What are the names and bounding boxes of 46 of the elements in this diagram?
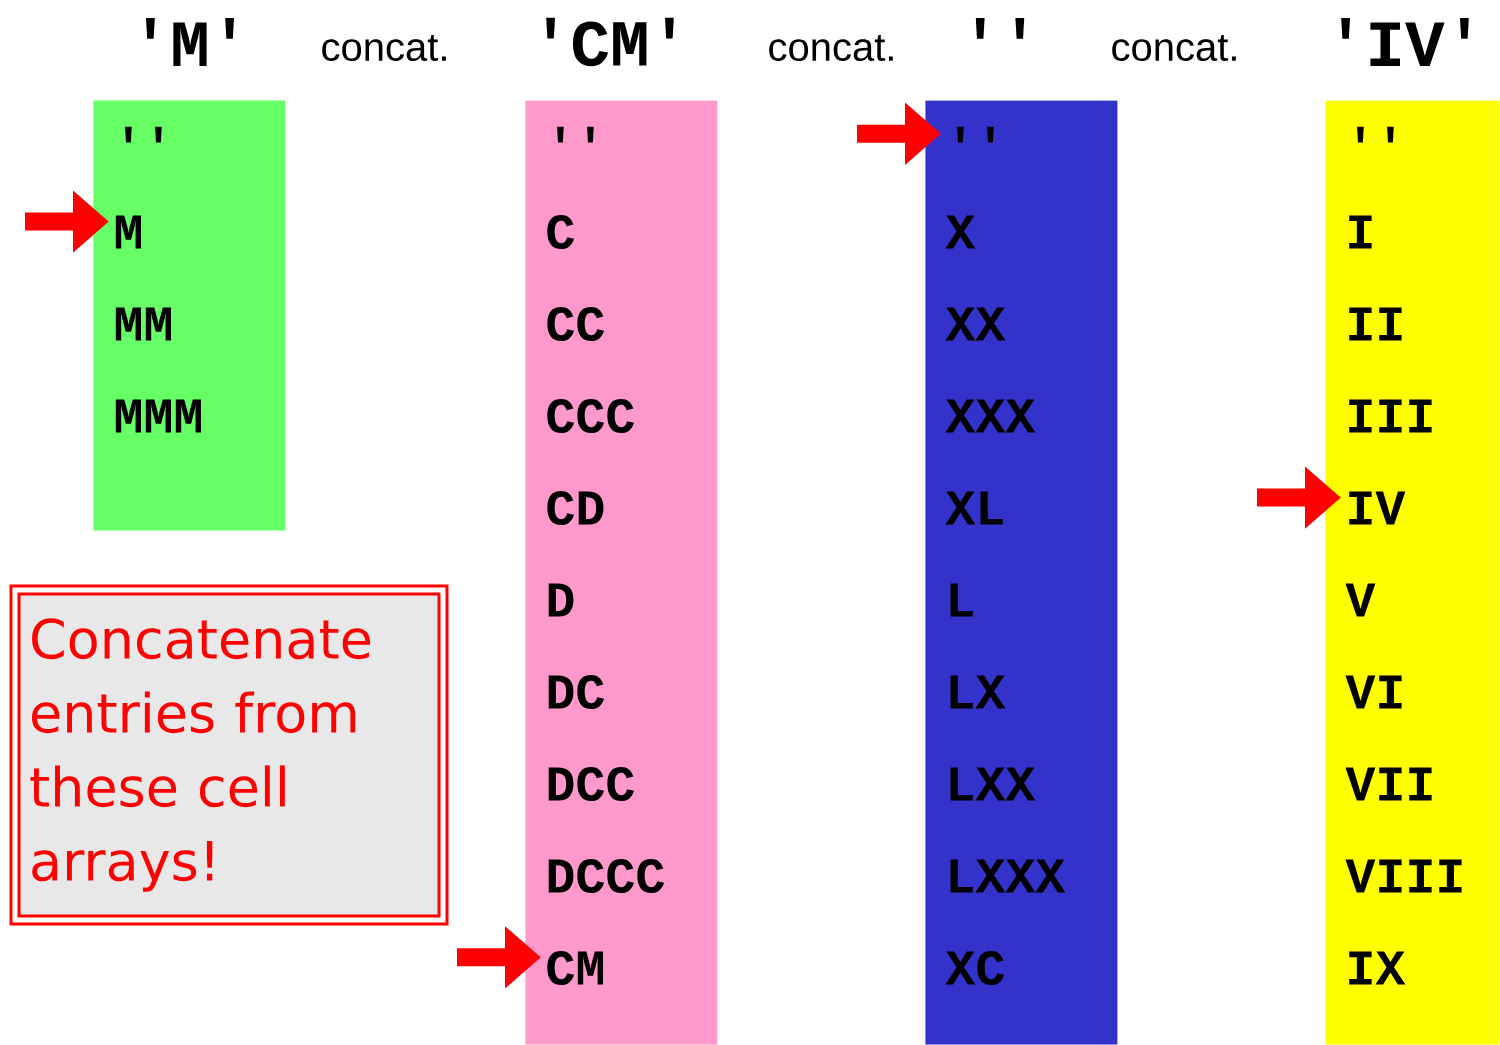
cell-entry: M xyxy=(115,215,141,249)
cell-array-column xyxy=(93,100,286,531)
cell-entry: XXX xyxy=(945,399,1036,433)
cell-entry: DCCC xyxy=(548,859,664,893)
cell-entry: II xyxy=(1349,307,1402,341)
cell-entry: XC xyxy=(945,951,1004,985)
cell-entry: '' xyxy=(1357,126,1394,143)
operator-label: concat. xyxy=(769,34,893,62)
string-literal: '' xyxy=(975,18,1025,39)
cell-entry: IX xyxy=(1349,951,1406,985)
cell-entry: LX xyxy=(950,675,1006,709)
cell-entry: LXX xyxy=(950,767,1036,801)
cell-array-column xyxy=(525,100,718,1045)
cell-entry: VIII xyxy=(1345,859,1462,893)
operator-label: concat. xyxy=(1112,34,1236,62)
cell-entry: X xyxy=(945,215,976,249)
cell-entry: I xyxy=(1349,215,1372,249)
string-literal: 'M' xyxy=(146,18,234,66)
cell-entry: '' xyxy=(957,126,994,143)
cell-entry: CD xyxy=(547,491,604,525)
cell-entry: XX xyxy=(945,307,1006,341)
string-literal: 'CM' xyxy=(546,17,674,67)
cell-entry: LXXX xyxy=(950,859,1066,893)
cell-entry: V xyxy=(1345,583,1376,617)
cell-entry: CC xyxy=(547,307,604,341)
cell-array-column xyxy=(1325,100,1500,1045)
cell-entry: C xyxy=(547,215,574,249)
cell-entry: '' xyxy=(557,126,594,143)
cell-entry: VII xyxy=(1345,767,1432,801)
cell-entry: XL xyxy=(945,491,1003,525)
cell-entry: IV xyxy=(1349,491,1406,525)
cell-entry: MM xyxy=(115,307,171,341)
cell-entry: '' xyxy=(125,126,162,143)
cell-entry: DCC xyxy=(548,767,634,801)
string-literal: 'IV' xyxy=(1341,18,1469,66)
cell-entry: MMM xyxy=(115,399,201,433)
cell-entry: DC xyxy=(548,675,604,709)
cell-entry: CM xyxy=(547,951,603,985)
cell-entry: CCC xyxy=(547,399,634,433)
cell-entry: D xyxy=(548,583,574,617)
cell-entry: III xyxy=(1349,399,1432,433)
cell-array-column xyxy=(925,100,1118,1045)
cell-entry: VI xyxy=(1345,675,1402,709)
operator-label: concat. xyxy=(322,34,446,62)
cell-entry: L xyxy=(950,583,973,617)
note-box: Concatenate entries from these cell arrays! xyxy=(9,584,449,926)
